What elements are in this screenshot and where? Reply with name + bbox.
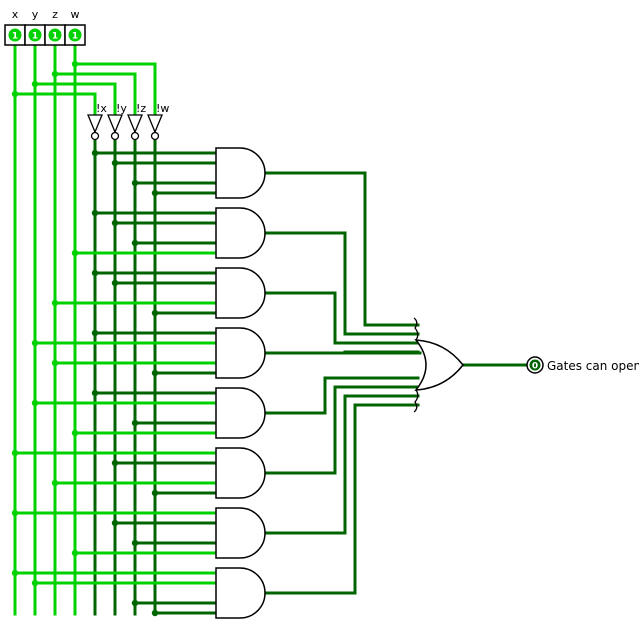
or-gate-layer [413, 317, 464, 413]
output-value: 0 [532, 362, 538, 372]
and-input-junction [131, 179, 139, 187]
branch-junction-w [71, 60, 79, 68]
output-pin-led [529, 359, 541, 371]
input-pin-y[interactable]: 1 [24, 24, 46, 46]
input-pin-led [28, 28, 42, 42]
and-input-junction [151, 189, 159, 197]
and-input-junction [131, 599, 139, 607]
input-label-z: z [52, 8, 58, 21]
and-input-junction [111, 279, 119, 287]
junction-dots-layer [11, 60, 159, 617]
and-gate-7 [215, 507, 266, 559]
and-input-junction [31, 399, 39, 407]
wires-layer [13, 43, 529, 616]
and-gates-layer [215, 147, 266, 619]
input-pin-value: 1 [52, 32, 58, 42]
and-input-junction [151, 609, 159, 617]
or-gate [413, 317, 464, 413]
and-input-junction [11, 569, 19, 577]
input-label-w: w [71, 8, 80, 21]
and-input-junction [71, 549, 79, 557]
input-pin-z[interactable]: 1 [44, 24, 66, 46]
and-input-junction [111, 519, 119, 527]
not-gate-z [127, 114, 143, 141]
and-input-junction [131, 539, 139, 547]
input-pin-value: 1 [72, 32, 78, 42]
inverter-label: !w [156, 102, 169, 115]
and-input-junction [151, 369, 159, 377]
and-input-junction [51, 479, 59, 487]
and-input-junction [91, 269, 99, 277]
and-input-junction [91, 329, 99, 337]
and-input-junction [91, 149, 99, 157]
and-gate-1 [215, 147, 266, 199]
inverter-label: !y [116, 102, 127, 115]
input-label-x: x [12, 8, 19, 21]
not-gate-w [147, 114, 163, 141]
and-input-junction [111, 219, 119, 227]
and-input-junction [11, 449, 19, 457]
and-input-junction [31, 579, 39, 587]
input-pin-value: 1 [32, 32, 38, 42]
branch-junction-y [31, 80, 39, 88]
and-input-junction [111, 159, 119, 167]
input-pins-layer: 1 x 1 y 1 z 1 w [4, 8, 86, 46]
and-gate-8 [215, 567, 266, 619]
input-pin-led [8, 28, 22, 42]
and-input-junction [91, 209, 99, 217]
and-input-junction [51, 359, 59, 367]
inverter-label: !x [96, 102, 107, 115]
output-label: Gates can open [547, 359, 639, 373]
and-input-junction [131, 419, 139, 427]
inverters-layer: !x !y !z !w [87, 102, 169, 141]
and-gate-5 [215, 387, 266, 439]
and-input-junction [11, 509, 19, 517]
not-gate-x [87, 114, 103, 141]
input-pin-led [68, 28, 82, 42]
branch-junction-z [51, 70, 59, 78]
inverter-label: !z [136, 102, 146, 115]
and-gate-4 [215, 327, 266, 379]
and-input-junction [91, 389, 99, 397]
and-input-junction [111, 459, 119, 467]
and-input-junction [151, 309, 159, 317]
and-gate-6 [215, 447, 266, 499]
and-input-junction [151, 489, 159, 497]
and-gate-3 [215, 267, 266, 319]
branch-junction-x [11, 90, 19, 98]
and-input-junction [31, 339, 39, 347]
not-gate-y [107, 114, 123, 141]
input-pin-w[interactable]: 1 [64, 24, 86, 46]
and-gate-2 [215, 207, 266, 259]
input-pin-led [48, 28, 62, 42]
input-label-y: y [32, 8, 39, 21]
and-input-junction [51, 299, 59, 307]
output-pin[interactable]: 0 [526, 356, 544, 374]
input-pin-value: 1 [12, 32, 18, 42]
input-pin-x[interactable]: 1 [4, 24, 26, 46]
and-input-junction [71, 249, 79, 257]
and-input-junction [71, 429, 79, 437]
and-input-junction [131, 239, 139, 247]
